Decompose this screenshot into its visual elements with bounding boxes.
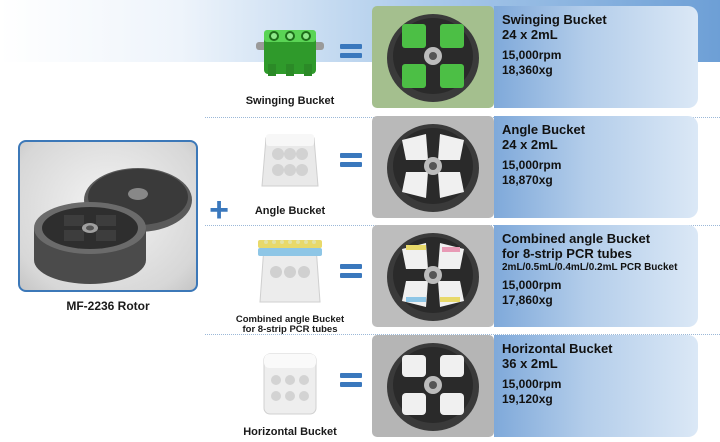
spec-force: 17,860xg: [502, 293, 553, 307]
spec-speed: 15,000rpm: [502, 48, 562, 62]
bucket-caption-line1: Combined angle Bucket: [235, 314, 345, 325]
rotor-horizontal-photo: [372, 335, 494, 437]
combined-bucket-image: [248, 228, 332, 304]
rotor-image: [18, 140, 198, 292]
horizontal-bucket-image: [252, 344, 328, 420]
rotor-combined-photo: [372, 225, 494, 327]
spec-force: 18,360xg: [502, 63, 553, 77]
spec-panel: Swinging Bucket 24 x 2mL 15,000rpm 18,36…: [494, 6, 698, 108]
spec-panel: Combined angle Bucket for 8-strip PCR tu…: [494, 225, 698, 327]
equals-icon: [340, 42, 362, 60]
rotor-label: MF-2236 Rotor: [66, 299, 150, 313]
bucket-caption: Horizontal Bucket: [243, 426, 337, 438]
bucket-caption: Swinging Bucket: [245, 95, 335, 107]
bucket-caption-line2: for 8-strip PCR tubes: [242, 324, 338, 335]
swinging-bucket-image: [252, 12, 328, 88]
equals-icon: [340, 371, 362, 389]
spec-title: Swinging Bucket: [502, 12, 607, 27]
spec-capacity: 24 x 2mL: [502, 137, 558, 152]
equals-icon: [340, 151, 362, 169]
angle-bucket-image: [252, 124, 328, 200]
spec-capacity: 24 x 2mL: [502, 27, 558, 42]
bucket-caption: Angle Bucket: [254, 205, 326, 217]
spec-force: 18,870xg: [502, 173, 553, 187]
spec-capacity: 36 x 2mL: [502, 356, 558, 371]
spec-capacity: 2mL/0.5mL/0.4mL/0.2mL PCR Bucket: [502, 262, 678, 273]
spec-speed: 15,000rpm: [502, 278, 562, 292]
spec-title: Horizontal Bucket: [502, 341, 613, 356]
spec-title-line2: for 8-strip PCR tubes: [502, 246, 633, 261]
bucket-caption: Combined angle Bucket for 8-strip PCR tu…: [210, 315, 370, 335]
spec-title: Angle Bucket: [502, 122, 586, 137]
spec-speed: 15,000rpm: [502, 158, 562, 172]
spec-panel: Angle Bucket 24 x 2mL 15,000rpm 18,870xg: [494, 116, 698, 218]
plus-icon: +: [209, 191, 229, 229]
rotor-swinging-photo: [372, 6, 494, 108]
rotor-angle-photo: [372, 116, 494, 218]
row-divider: [205, 334, 720, 335]
equals-icon: [340, 262, 362, 280]
spec-force: 19,120xg: [502, 392, 553, 406]
spec-title: Combined angle Bucket: [502, 231, 651, 246]
spec-panel: Horizontal Bucket 36 x 2mL 15,000rpm 19,…: [494, 335, 698, 437]
spec-speed: 15,000rpm: [502, 377, 562, 391]
